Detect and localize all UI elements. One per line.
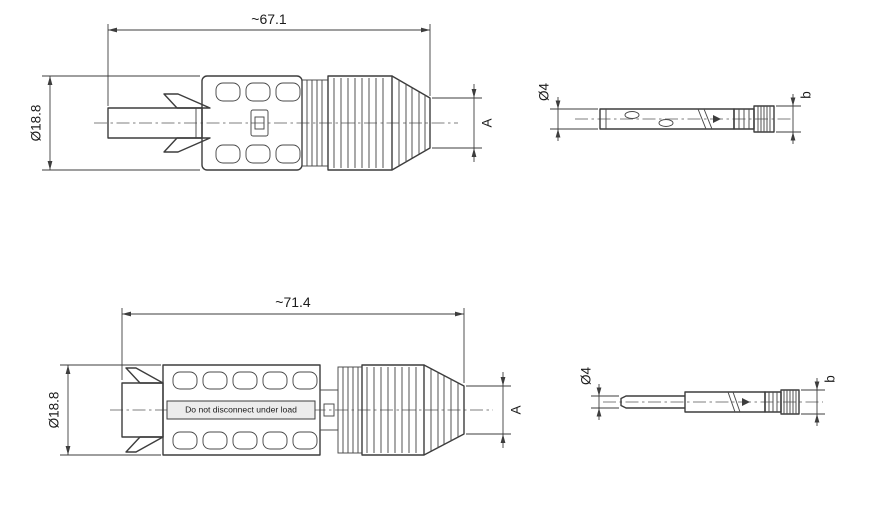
view-connector-top: ~67.1 Ø18.8 A bbox=[29, 11, 495, 171]
logo-emblem bbox=[250, 109, 269, 137]
contact-bottom-outline bbox=[620, 389, 800, 415]
diameter-dim-label: Ø18.8 bbox=[47, 392, 62, 429]
warning-label: Do not disconnect under load bbox=[185, 404, 297, 414]
connector-bottom-outline: Do not disconnect under load bbox=[121, 364, 465, 456]
dim-end: A bbox=[432, 84, 495, 162]
pin-tip bbox=[620, 395, 685, 409]
end-dim-label: A bbox=[509, 405, 524, 414]
dim-end: b bbox=[801, 375, 838, 426]
length-dim-label: ~67.1 bbox=[251, 11, 287, 27]
dim-end: A bbox=[466, 372, 524, 448]
end-dim-label: b bbox=[799, 91, 814, 99]
length-dim-label: ~71.4 bbox=[275, 294, 311, 310]
connector-top-outline bbox=[107, 75, 431, 171]
diameter-dim-label: Ø4 bbox=[537, 83, 552, 102]
contact-top-outline bbox=[599, 105, 775, 133]
dim-end: b bbox=[776, 91, 814, 144]
end-dim-label: b bbox=[823, 375, 838, 383]
end-dim-label: A bbox=[480, 118, 495, 127]
dim-diameter: Ø18.8 bbox=[47, 364, 161, 456]
dim-diameter: Ø18.8 bbox=[29, 75, 200, 171]
dim-length: ~71.4 bbox=[121, 294, 465, 383]
dim-diameter: Ø4 bbox=[579, 367, 619, 420]
gland-nut bbox=[361, 364, 465, 456]
dim-length: ~67.1 bbox=[107, 11, 431, 106]
warning-band bbox=[166, 400, 316, 420]
gland-nut bbox=[327, 75, 431, 171]
direction-arrow-mark bbox=[742, 398, 750, 406]
latch-bottom bbox=[163, 137, 211, 153]
view-contact-top: Ø4 b bbox=[537, 83, 814, 144]
direction-arrow-mark bbox=[713, 115, 721, 123]
latch-bottom bbox=[125, 436, 164, 453]
view-connector-bottom: Do not disconnect under load bbox=[47, 294, 524, 456]
latch-top bbox=[125, 367, 164, 384]
diameter-dim-label: Ø18.8 bbox=[29, 105, 44, 142]
diameter-dim-label: Ø4 bbox=[579, 367, 594, 386]
dim-diameter: Ø4 bbox=[537, 83, 598, 141]
view-contact-bottom: Ø4 b bbox=[579, 367, 838, 426]
latch-top bbox=[163, 93, 211, 109]
